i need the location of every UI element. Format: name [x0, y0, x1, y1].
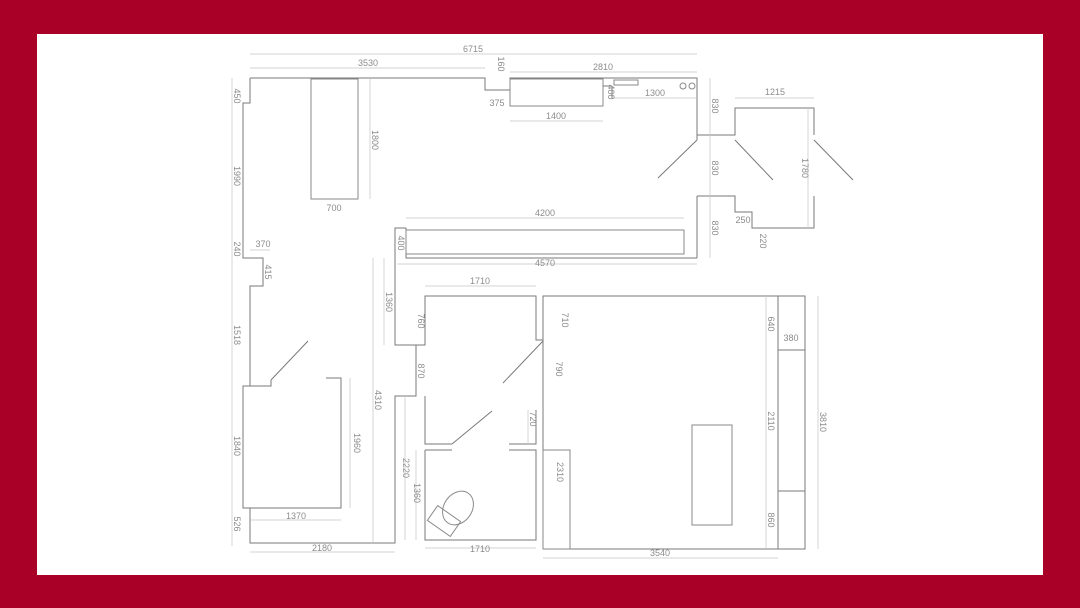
dim-wc-stub-right: 710 — [560, 312, 570, 327]
walls — [242, 77, 854, 550]
dimension-labels: 6715 3530 160 2810 375 1400 400 1300 450… — [232, 44, 828, 558]
dim-wc-inner-height: 1360 — [412, 483, 422, 503]
dim-bath-left-height: 1840 — [232, 436, 242, 456]
dim-left-top: 450 — [232, 88, 242, 103]
dim-bath-inner-height: 1960 — [352, 433, 362, 453]
dim-bottom-width: 2180 — [312, 543, 332, 553]
dim-top-left-span: 3530 — [358, 58, 378, 68]
drawing-sheet: 6715 3530 160 2810 375 1400 400 1300 450… — [37, 34, 1043, 575]
floor-plan: 6715 3530 160 2810 375 1400 400 1300 450… — [231, 44, 854, 559]
dim-door-gap-right: 790 — [554, 361, 564, 376]
dim-balcony-depth: 1780 — [800, 158, 810, 178]
dim-wardrobe-height: 1800 — [370, 130, 380, 150]
bed — [691, 424, 733, 526]
dim-left-small: 240 — [232, 241, 242, 256]
dim-notch-depth: 375 — [489, 98, 504, 108]
dim-room-height: 3810 — [818, 412, 828, 432]
dim-top-right-span: 2810 — [593, 62, 613, 72]
burner-icon — [679, 82, 687, 90]
dim-wc-width-top: 1710 — [470, 276, 490, 286]
dim-wall-seg-c: 830 — [710, 220, 720, 235]
dim-door-gap-left: 870 — [416, 363, 426, 378]
dim-bath-width: 1370 — [286, 511, 306, 521]
dim-wall-seg-b: 830 — [710, 160, 720, 175]
right-wall-upper — [697, 107, 815, 136]
bathroom-wall — [250, 380, 272, 387]
wardrobe — [310, 78, 359, 200]
dim-room-width: 3540 — [650, 548, 670, 558]
dim-top-notch: 160 — [496, 56, 506, 71]
dim-shelf-length: 4200 — [535, 208, 555, 218]
corridor-shelf — [405, 229, 685, 255]
dim-counter-depth: 400 — [606, 84, 616, 99]
burner-icon — [688, 82, 696, 90]
dim-balcony-step-depth: 220 — [758, 233, 768, 248]
dim-room-bottom-strip: 860 — [766, 512, 776, 527]
dim-wall-seg-a: 830 — [710, 98, 720, 113]
dim-balcony-width: 1215 — [765, 87, 785, 97]
wc-wall — [416, 295, 543, 346]
dim-wc-stub-left: 760 — [416, 313, 426, 328]
dim-step-depth: 415 — [263, 264, 273, 279]
dim-room-wardrobe-width: 380 — [783, 333, 798, 343]
dim-hall-height: 4310 — [373, 390, 383, 410]
dim-room-left-block: 2310 — [555, 462, 565, 482]
dim-shelf-depth: 400 — [396, 235, 406, 250]
room-wall — [542, 295, 806, 550]
stove — [613, 79, 639, 86]
dim-wardrobe-width: 700 — [326, 203, 341, 213]
dim-bath-bottom: 526 — [232, 516, 242, 531]
dim-left-mid: 1990 — [232, 166, 242, 186]
dim-corridor-left: 1360 — [384, 292, 394, 312]
dim-corridor-length: 4570 — [535, 258, 555, 268]
dim-counter-length: 1400 — [546, 111, 566, 121]
dim-balcony-step: 250 — [735, 215, 750, 225]
toilet-icon — [426, 490, 474, 538]
dim-total-width: 6715 — [463, 44, 483, 54]
dim-wc-width-bottom: 1710 — [470, 544, 490, 554]
kitchen-counter — [509, 78, 604, 107]
dimension-lines — [231, 53, 819, 559]
dim-side-left: 1518 — [232, 325, 242, 345]
dim-wc-height: 2220 — [401, 458, 411, 478]
dim-right-gap: 1300 — [645, 88, 665, 98]
dim-step-width: 370 — [255, 239, 270, 249]
top-wall — [250, 77, 698, 135]
dim-wc-inner-right: 720 — [528, 411, 538, 426]
room-block — [542, 449, 571, 550]
dim-room-top-strip: 640 — [766, 316, 776, 331]
dim-room-wardrobe-height: 2110 — [766, 411, 776, 430]
